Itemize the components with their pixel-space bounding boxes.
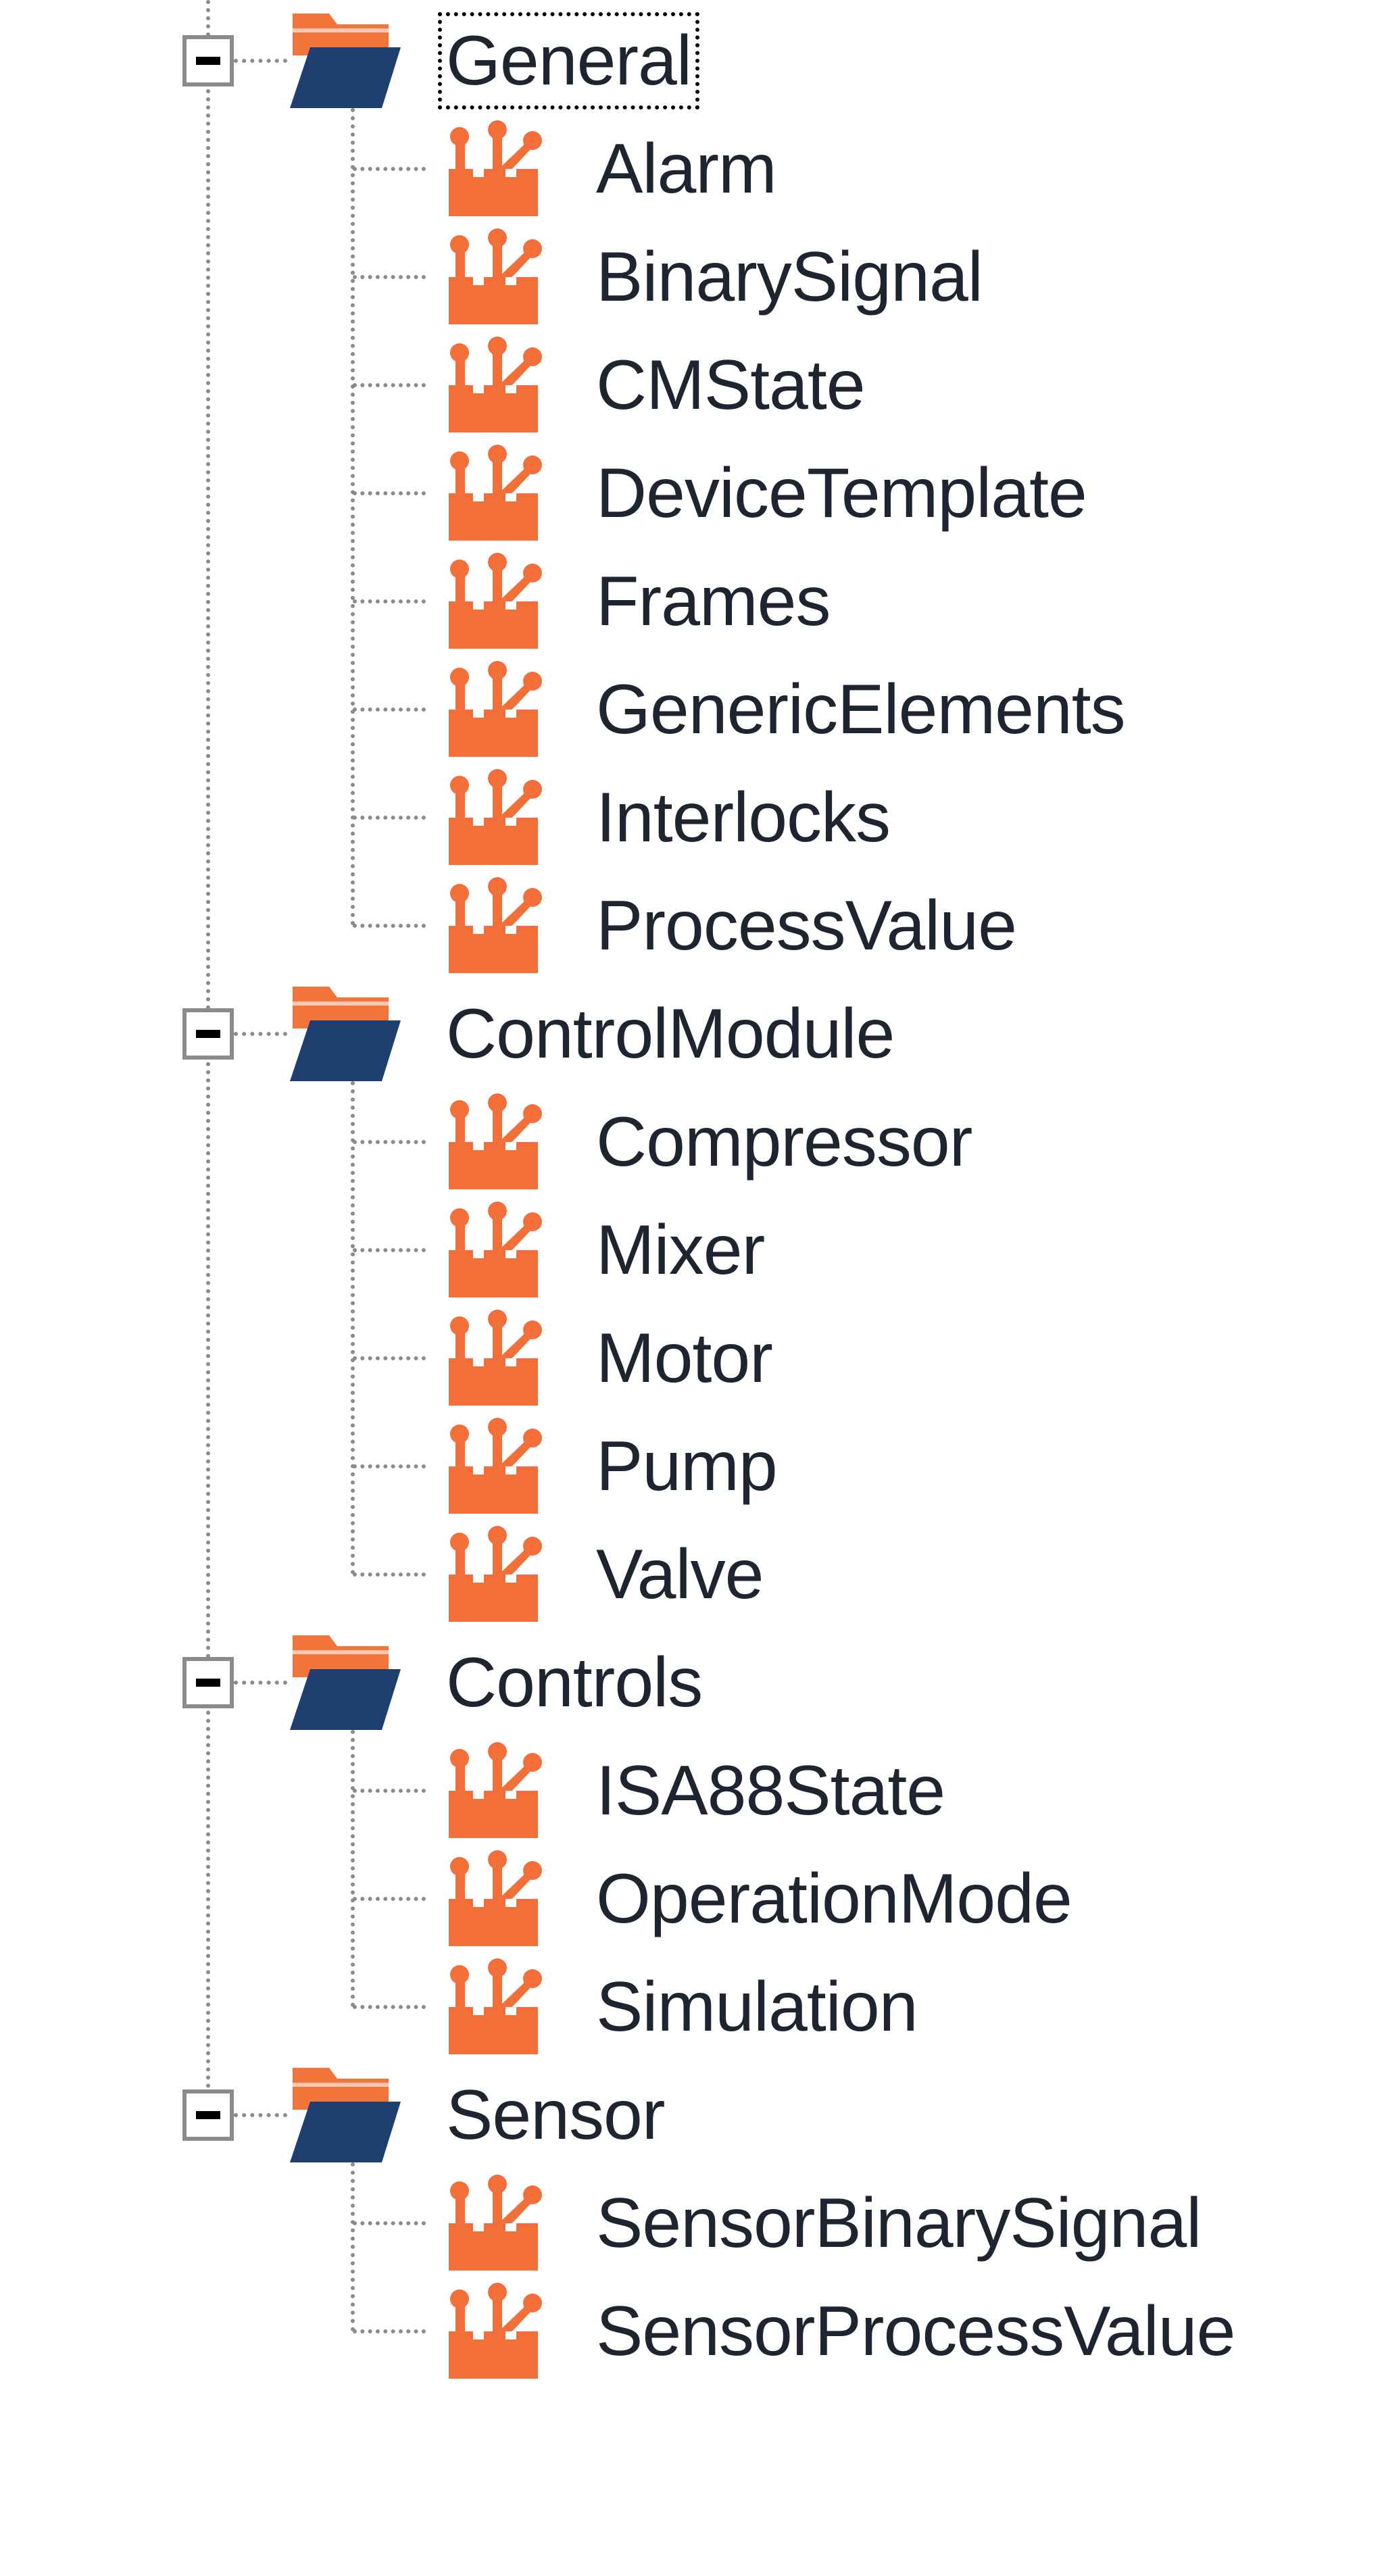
tree-connector <box>351 1081 355 1575</box>
item-label[interactable]: Compressor <box>596 1103 972 1181</box>
faceplate-type-icon <box>432 116 547 221</box>
open-folder-icon <box>287 8 402 113</box>
faceplate-type-icon <box>432 2171 547 2275</box>
tree-connector <box>234 1681 287 1685</box>
minus-glyph <box>196 1679 220 1687</box>
tree-connector <box>353 708 426 712</box>
tree-connector <box>353 924 426 928</box>
open-folder-icon <box>287 981 402 1086</box>
faceplate-type-icon <box>432 2279 547 2383</box>
faceplate-type-icon <box>432 657 547 762</box>
faceplate-type-icon <box>432 549 547 653</box>
tree-connector <box>353 599 426 603</box>
open-folder-icon <box>287 1630 402 1735</box>
tree-connector <box>234 1032 287 1036</box>
tree-connector <box>353 1897 426 1901</box>
tree-connector <box>353 1789 426 1793</box>
collapse-toggle-icon[interactable] <box>182 1008 234 1060</box>
faceplate-type-icon <box>432 332 547 437</box>
item-label[interactable]: Alarm <box>596 130 777 208</box>
faceplate-type-icon <box>432 1738 547 1843</box>
item-label[interactable]: ProcessValue <box>596 887 1017 965</box>
group-label[interactable]: Sensor <box>446 2076 666 2154</box>
faceplate-type-icon <box>432 1954 547 2059</box>
tree-connector <box>234 59 287 63</box>
faceplate-type-icon <box>432 441 547 545</box>
group-label[interactable]: ControlModule <box>446 995 895 1073</box>
group-label[interactable]: Controls <box>446 1643 703 1722</box>
tree-connector <box>353 1572 426 1577</box>
tree-connector <box>353 2005 426 2009</box>
tree-connector <box>351 2162 355 2331</box>
tree-connector <box>353 383 426 387</box>
tree-connector <box>353 1464 426 1468</box>
faceplate-type-icon <box>432 1306 547 1410</box>
item-label[interactable]: ISA88State <box>596 1752 945 1830</box>
collapse-toggle-icon[interactable] <box>182 1657 234 1708</box>
tree-connector <box>353 1248 426 1252</box>
collapse-toggle-icon[interactable] <box>182 2089 234 2141</box>
tree-connector <box>353 275 426 279</box>
item-label[interactable]: SensorProcessValue <box>596 2292 1235 2371</box>
tree-connector <box>353 2329 426 2333</box>
tree-connector <box>234 2113 287 2117</box>
tree-connector <box>351 108 355 926</box>
item-label[interactable]: Simulation <box>596 1968 918 2046</box>
item-label[interactable]: OperationMode <box>596 1860 1072 1938</box>
item-label[interactable]: Frames <box>596 562 831 641</box>
item-label[interactable]: BinarySignal <box>596 238 983 316</box>
faceplate-type-icon <box>432 1197 547 1302</box>
item-label[interactable]: CMState <box>596 346 866 424</box>
faceplate-type-icon <box>432 1414 547 1518</box>
item-label[interactable]: GenericElements <box>596 670 1126 749</box>
collapse-toggle-icon[interactable] <box>182 35 234 86</box>
tree-connector <box>353 491 426 495</box>
faceplate-type-icon <box>432 1089 547 1194</box>
faceplate-type-icon <box>432 765 547 870</box>
tree-connector <box>353 1356 426 1360</box>
faceplate-type-icon <box>432 1522 547 1627</box>
item-label[interactable]: DeviceTemplate <box>596 454 1087 532</box>
faceplate-type-icon <box>432 873 547 978</box>
item-label[interactable]: Pump <box>596 1427 778 1506</box>
item-label[interactable]: Valve <box>596 1535 764 1614</box>
faceplate-type-icon <box>432 224 547 329</box>
tree-connector <box>351 1730 355 2007</box>
item-label[interactable]: Interlocks <box>596 778 891 857</box>
minus-glyph <box>196 57 220 65</box>
item-label[interactable]: Motor <box>596 1319 773 1397</box>
minus-glyph <box>196 2111 220 2119</box>
group-label[interactable]: General <box>438 12 699 109</box>
tree-connector <box>353 2221 426 2225</box>
open-folder-icon <box>287 2062 402 2167</box>
faceplate-type-icon <box>432 1846 547 1951</box>
item-label[interactable]: SensorBinarySignal <box>596 2184 1202 2262</box>
item-label[interactable]: Mixer <box>596 1211 765 1289</box>
tree-connector <box>353 1140 426 1144</box>
minus-glyph <box>196 1030 220 1038</box>
tree-connector <box>353 167 426 171</box>
tree-connector <box>353 816 426 820</box>
